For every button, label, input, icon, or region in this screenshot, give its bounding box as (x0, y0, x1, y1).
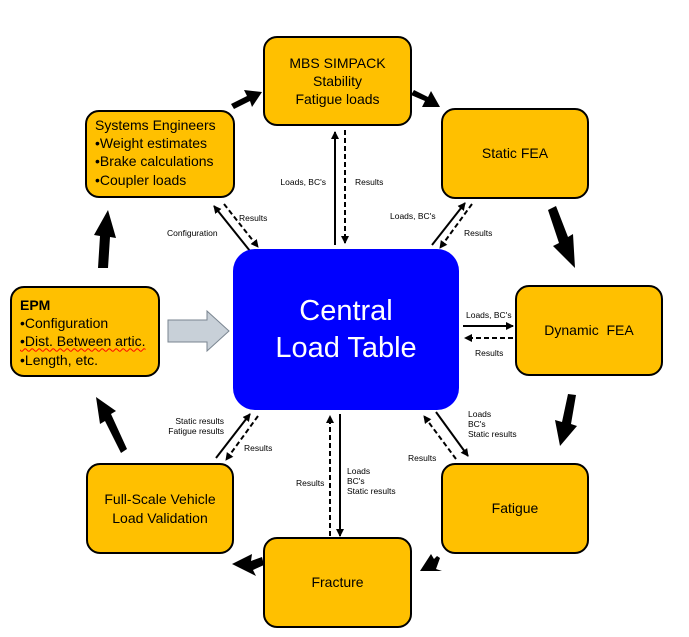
cycle-arrow-fracture-to-fullscale (232, 554, 264, 576)
cycle-arrow-systems-to-mbs (231, 90, 262, 109)
label-staticfea-loads: Loads, BC's (390, 211, 436, 221)
link-systems-to-central (223, 203, 259, 248)
mbs-line2: Stability (312, 72, 363, 89)
label-fullscale-results: Results (244, 443, 273, 453)
cycle-arrows (94, 90, 577, 576)
epm-item-3: •Length, etc. (20, 351, 99, 368)
systems-item-3: •Coupler loads (95, 171, 187, 188)
fracture-loads-line3: Static results (347, 485, 396, 496)
static-fea-box: Static FEA (441, 108, 589, 199)
fullscale-line1: Full-Scale Vehicle (104, 491, 216, 508)
fullscale-line2: Load Validation (112, 509, 208, 526)
label-systems-configuration: Configuration (167, 228, 218, 238)
fatigue-loads-line1: Loads (468, 409, 492, 419)
fracture-box: Fracture (263, 537, 412, 628)
cycle-arrow-staticfea-to-dynamicfea (548, 206, 575, 268)
cycle-arrow-fullscale-to-epm (96, 397, 127, 453)
cycle-arrow-epm-to-systems (94, 210, 116, 268)
central-title-line1: Central (299, 295, 393, 328)
fracture-loads-line1: Loads (347, 466, 371, 476)
central-load-table: Central Load Table (233, 249, 459, 410)
label-systems-results: Results (239, 213, 268, 223)
label-fracture-loads: Loads BC's Static results (347, 466, 396, 496)
central-title-line2: Load Table (275, 331, 417, 364)
link-central-to-staticfea (431, 202, 466, 246)
fullscale-fatigue-results: Fatigue results (168, 425, 224, 436)
label-dynamic-results: Results (475, 348, 504, 358)
link-fatigue-to-central (423, 415, 457, 460)
fracture-loads-line2: BC's (347, 475, 365, 486)
fullscale-static-results: Static results (175, 416, 224, 426)
fatigue-loads-line3: Static results (468, 428, 517, 439)
label-fracture-results: Results (296, 478, 325, 488)
mbs-line3: Fatigue loads (295, 91, 380, 108)
fatigue-label: Fatigue (491, 500, 539, 517)
label-mbs-results: Results (355, 177, 384, 187)
label-staticfea-results: Results (464, 228, 493, 238)
mbs-line1: MBS SIMPACK (289, 54, 386, 71)
link-fullscale-to-central (215, 413, 251, 459)
dynamic-fea-box: Dynamic FEA (515, 285, 663, 376)
systems-item-2: •Brake calculations (95, 153, 214, 170)
full-scale-validation-box: Full-Scale Vehicle Load Validation (86, 463, 234, 554)
systems-engineers-box: Systems Engineers •Weight estimates •Bra… (85, 110, 235, 198)
mbs-simpack-box: MBS SIMPACK Stability Fatigue loads (263, 36, 412, 126)
label-fullscale-results-group: Static results Fatigue results (150, 416, 224, 437)
systems-title: Systems Engineers (95, 117, 216, 133)
input-arrow-epm (167, 309, 230, 353)
epm-title: EPM (20, 297, 51, 313)
cycle-arrow-dynamicfea-to-fatigue (555, 394, 577, 446)
label-fatigue-results: Results (408, 453, 437, 463)
label-mbs-loads: Loads, BC's (280, 177, 326, 187)
fracture-label: Fracture (311, 574, 364, 591)
cycle-arrow-fatigue-to-fracture (420, 554, 442, 571)
systems-item-1: •Weight estimates (95, 135, 208, 152)
link-central-to-fullscale (225, 415, 259, 461)
link-central-to-systems (213, 205, 251, 252)
epm-item-2: •Dist. Between artic. (20, 333, 146, 350)
link-staticfea-to-central (439, 203, 473, 249)
fatigue-box: Fatigue (441, 463, 589, 554)
epm-box: EPM •Configuration •Dist. Between artic.… (10, 286, 160, 377)
epm-item-1: •Configuration (20, 315, 109, 332)
fatigue-loads-line2: BC's (468, 418, 486, 429)
dynamic-fea-label: Dynamic FEA (544, 322, 634, 339)
static-fea-label: Static FEA (481, 145, 549, 162)
label-fatigue-loads: Loads BC's Static results (468, 409, 517, 439)
label-dynamic-loads: Loads, BC's (466, 310, 512, 320)
cycle-arrow-mbs-to-staticfea (411, 90, 440, 107)
link-central-to-fatigue (435, 411, 469, 457)
